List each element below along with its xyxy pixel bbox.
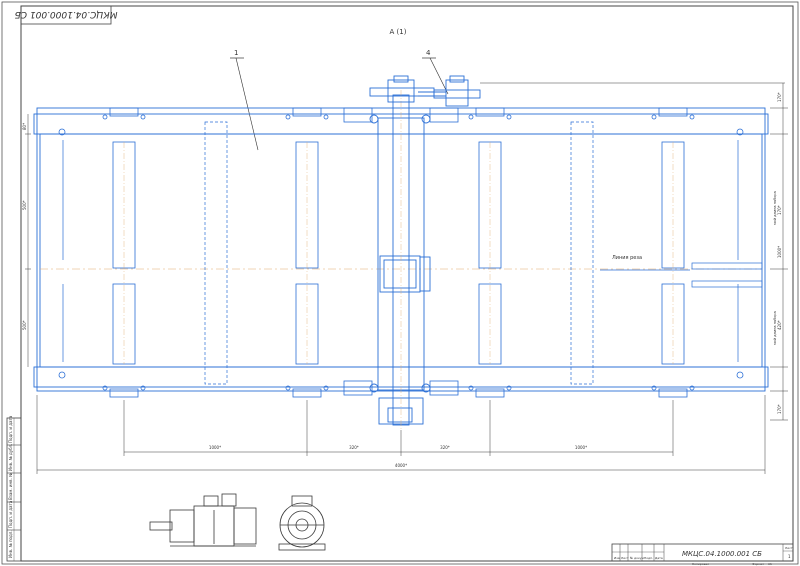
dim-right-lower: 420* — [777, 320, 782, 330]
tb-col-sign: Подп. — [644, 556, 653, 560]
tb-col-date: Дата — [655, 556, 663, 560]
tb-copied: Копировал — [692, 562, 709, 566]
hidden-rollers — [204, 121, 594, 385]
rollers — [112, 141, 685, 365]
tb-format-label: Формат — [752, 562, 764, 566]
dim-bottom-1: 1000* — [209, 445, 221, 450]
left-dimensions — [25, 114, 31, 367]
dim-left-upper: 500* — [22, 200, 27, 210]
dim-right-middle: 1000* — [777, 246, 782, 258]
callout-1: 1 — [230, 49, 259, 151]
top-left-code-box: МКЦС.04.1000.001 СБ — [15, 5, 118, 25]
brackets — [109, 107, 688, 398]
view-label: А (1) — [390, 28, 407, 36]
title-block-code: МКЦС.04.1000.001 СБ — [682, 550, 762, 558]
dim-left-lower: 500* — [22, 320, 27, 330]
tb-format-value: А1 — [768, 562, 772, 566]
dim-right-upper: 170* — [777, 205, 782, 215]
motor-side-view — [149, 493, 257, 547]
strip-label-3: Взам. инв. № — [8, 473, 13, 500]
bottom-dimensions — [36, 395, 766, 474]
dim-right-lower-note: мой длина набора — [773, 311, 777, 345]
sprocket-icons — [369, 75, 481, 107]
dim-right-top: 170* — [777, 92, 782, 102]
doc-code-rotated: МКЦС.04.1000.001 СБ — [15, 9, 118, 19]
cut-line-annotation: Линия реза — [612, 255, 642, 261]
dim-right-upper-note: мой длина набора — [773, 191, 777, 225]
callout-4: 4 — [422, 49, 449, 95]
tb-sheet-no: 1 — [788, 554, 791, 559]
dim-overall-length: 4000* — [395, 463, 407, 468]
dim-right-bottom: 170* — [777, 404, 782, 414]
drive-shaft — [369, 90, 431, 430]
cut-detail — [600, 262, 763, 288]
dim-left-top: 80* — [22, 123, 27, 130]
svg-text:4: 4 — [426, 49, 431, 57]
motor-front-view — [278, 495, 326, 551]
tb-col-izm: Изм — [614, 556, 620, 560]
title-block — [611, 543, 794, 562]
strip-label-2: Подп. и дата — [8, 500, 13, 528]
tb-col-doc: № докум — [630, 556, 644, 560]
dim-bottom-4: 1000* — [575, 445, 587, 450]
left-side-strip: Инв. № подл. Подп. и дата Взам. инв. № И… — [6, 415, 22, 562]
dim-bottom-3: 320* — [440, 445, 450, 450]
bolt-icons — [58, 114, 744, 391]
strip-label-4: Инв. № дубл. — [8, 444, 13, 471]
strip-label-5: Подп. и дата — [8, 415, 13, 443]
svg-text:1: 1 — [234, 49, 238, 57]
tb-col-list: Лист — [621, 556, 629, 560]
strip-label-1: Инв. № подл. — [8, 530, 13, 558]
inner-frame — [20, 5, 794, 562]
tb-sheet-label: Лист — [785, 546, 793, 550]
right-dimensions — [480, 82, 788, 421]
dim-bottom-2: 320* — [349, 445, 359, 450]
